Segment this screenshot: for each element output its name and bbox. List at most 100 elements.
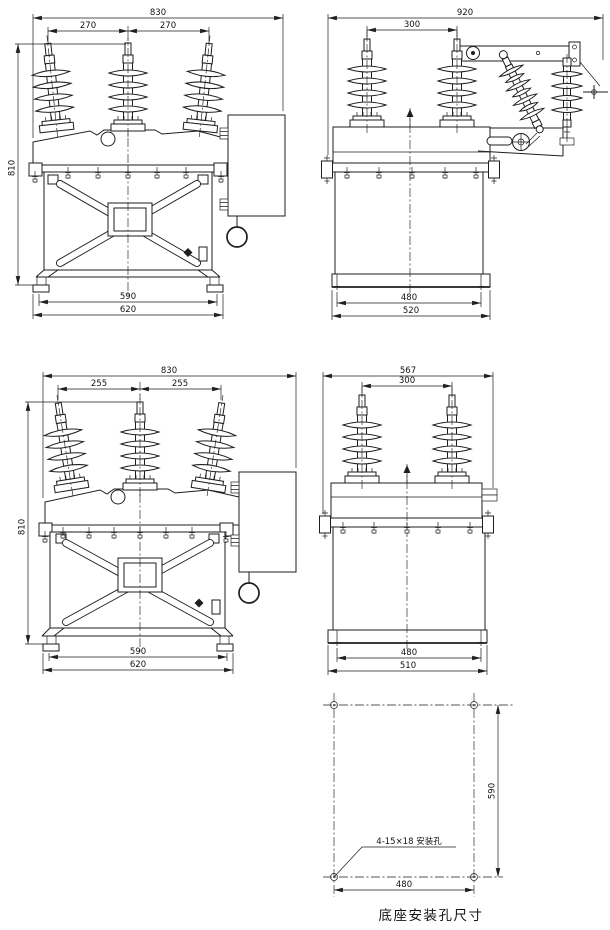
tank-cap [330,482,483,519]
front-view-b: 830 255 255 810 590 620 [18,366,297,674]
foot-pad-left [32,284,50,293]
bushing-front [342,386,382,490]
front-view-a: 830 270 270 810 590 620 [8,8,286,319]
dim-text: 830 [161,366,177,376]
dim-base-outer: 510 [327,645,488,675]
dim-base-outer: 620 [32,294,224,319]
bushing-right [179,33,230,140]
dim-text: 270 [160,21,176,31]
control-box [219,114,286,217]
cap-hole [100,131,116,147]
dim-overall-width: 830 [32,8,284,138]
dim-phase-spacing: 255 255 [57,379,222,400]
tank-cap [332,126,491,164]
dim-base-inner: 590 [48,647,228,661]
dim-text: 920 [457,8,473,18]
foot-pad-left [42,643,60,652]
hole-callout: 4-15×18 安装孔 [333,836,456,878]
dim-base-outer: 520 [331,290,491,320]
line-terminal [583,85,608,99]
cap-tab [481,494,498,502]
dim-text: 480 [401,293,417,303]
dim-text: 480 [396,880,412,890]
dim-overall-width: 567 [322,366,494,514]
valve-diamond-icon [194,598,204,608]
operating-ring [238,572,260,604]
dim-text: 590 [488,783,498,799]
side-view-a: 920 300 480 520 [321,8,608,320]
bushing-front [347,30,387,134]
tank-vent-left [55,533,67,544]
dim-bushing-spacing: 300 [366,20,458,40]
tank-vent-left [47,174,59,185]
rail-bracket-right [213,162,228,177]
dim-base-outer: 620 [42,653,234,674]
base-mounting-plan: 590 480 4-15×18 安装孔 底座安装孔尺寸 [323,693,513,924]
dim-text: 620 [120,305,136,315]
bushing-left [37,391,93,500]
cap-tab [481,488,498,496]
base-slab [327,629,488,644]
nameplate [211,599,221,615]
dim-text: 567 [400,366,416,376]
flange-rail [330,162,491,173]
dim-text: 300 [404,20,420,30]
dim-text: 520 [403,306,419,316]
plan-caption: 底座安装孔尺寸 [379,908,484,924]
dim-base-inner: 590 [38,292,218,306]
arm-assembly [457,41,608,99]
bushing-center [108,34,148,138]
centerlines [323,693,513,897]
dim-text: 270 [80,21,96,31]
tank-body [332,526,486,631]
dim-text: 830 [150,8,166,18]
dim-hole-span-width: 480 [334,880,474,893]
hole-label: 4-15×18 安装孔 [376,836,442,847]
valve-diamond-icon [183,248,193,257]
dim-text: 810 [18,519,28,535]
rail-bracket-left [28,162,43,177]
foot-pad-right [216,643,234,652]
dim-text: 590 [130,647,146,657]
control-box [230,471,297,573]
bushing-rear [432,386,472,490]
dim-phase-spacing: 270 270 [47,21,210,44]
nameplate [198,246,208,262]
dim-hole-span-height: 590 [488,705,501,877]
dim-base-inner: 480 [336,292,482,307]
tank-cap [32,129,229,166]
tank-cap [44,488,240,526]
flange-rail [39,524,233,533]
dim-height: 810 [18,401,138,645]
dim-text: 255 [172,379,188,389]
dim-text: 590 [120,292,136,302]
arm-bracket [568,41,581,67]
dim-base-inner: 480 [336,648,482,662]
base-slab [331,273,491,288]
ear-left [321,154,333,185]
dim-text: 510 [400,661,416,671]
rail-bracket-left [38,522,53,537]
dim-bushing-spacing: 300 [361,376,453,396]
bushing-left [27,33,78,140]
side-view-b: 567 300 480 510 [319,366,498,675]
dim-overall-width: 920 [327,8,604,155]
mechanism [486,132,541,151]
foot-pad-right [206,284,224,293]
dim-overall-width: 830 [42,366,297,498]
base-skirt [32,269,224,293]
brace-center-plate-inner [113,207,147,232]
ear-left [319,509,331,540]
tank-body [334,171,484,275]
dim-text: 480 [401,648,417,658]
dim-text: 300 [399,376,415,386]
dim-text: 255 [91,379,107,389]
tank-vent-right [197,174,209,185]
flange-rail [328,517,485,528]
dim-height: 810 [8,43,126,286]
dim-text: 620 [130,660,146,670]
cap-hole [110,489,126,505]
dim-text: 810 [8,160,18,176]
